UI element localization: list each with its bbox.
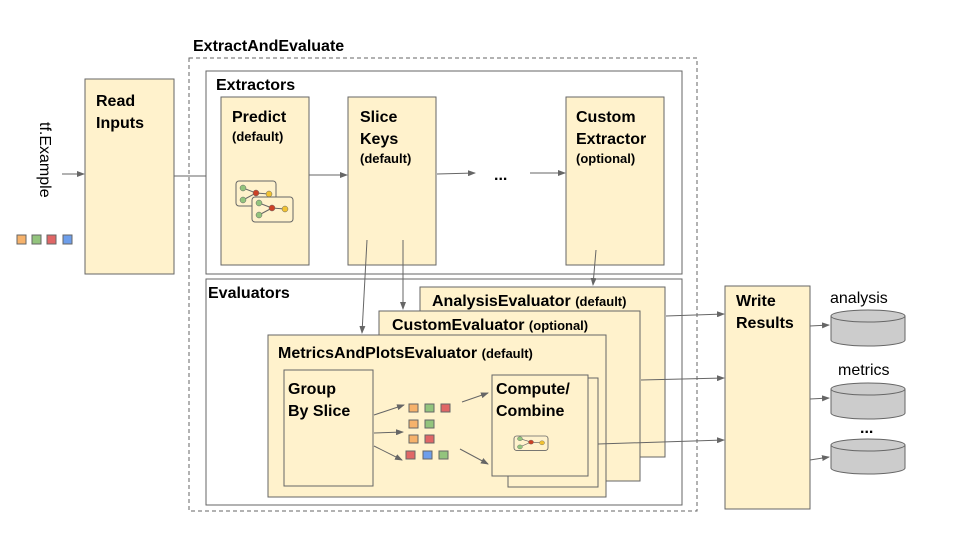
- ellipsis: ...: [494, 167, 507, 184]
- compute-combine-label: Compute/: [496, 381, 570, 398]
- analysis-evaluator-label: AnalysisEvaluator (default): [432, 293, 626, 310]
- metrics-evaluator-label: MetricsAndPlotsEvaluator (default): [278, 345, 533, 362]
- custom-evaluator-label: CustomEvaluator (optional): [392, 317, 588, 334]
- arrow: [597, 437, 725, 445]
- arrow: [373, 404, 405, 416]
- extract-and-evaluate-title: ExtractAndEvaluate: [193, 38, 344, 55]
- compute-combine-box: [491, 374, 589, 477]
- more-outputs-ellipsis: ...: [860, 420, 873, 437]
- arrow: [809, 455, 830, 462]
- group-by-slice-box: [283, 369, 374, 487]
- custom-extractor-tag: (optional): [576, 151, 635, 166]
- write-results-label: Results: [736, 315, 794, 332]
- metrics-and-plots-evaluator: MetricsAndPlotsEvaluator (default) Group…: [267, 334, 607, 498]
- extract-and-evaluate-frame: [188, 57, 698, 512]
- write-results-label: Write: [736, 293, 776, 310]
- sliced-features-icon: [405, 403, 451, 460]
- arrow: [373, 429, 404, 436]
- arrow: [665, 311, 725, 318]
- arrow: [809, 322, 830, 329]
- compute-combine-label: Combine: [496, 403, 565, 420]
- evaluators-label: Evaluators: [208, 285, 290, 302]
- other-database-icon: [830, 438, 906, 475]
- custom-extractor-label: Extractor: [576, 131, 646, 148]
- input-label: tf.Example: [36, 122, 53, 198]
- group-by-slice-label: Group: [288, 381, 336, 398]
- slice-keys-label: Slice: [360, 109, 397, 126]
- slice-keys-extractor: Slice Keys (default): [347, 96, 437, 266]
- arrow: [459, 448, 489, 465]
- custom-extractor-label: Custom: [576, 109, 636, 126]
- arrow: [809, 395, 830, 402]
- predict-extractor: Predict (default): [220, 96, 310, 266]
- model-graph-icon: [235, 180, 294, 223]
- arrow: [359, 239, 368, 334]
- slice-keys-label: Keys: [360, 131, 398, 148]
- combine-graph-icon: [513, 435, 549, 451]
- metrics-output-label: metrics: [838, 362, 890, 379]
- read-inputs-box: Read Inputs: [84, 78, 175, 275]
- arrow: [590, 249, 597, 286]
- slice-keys-tag: (default): [360, 151, 411, 166]
- custom-extractor: Custom Extractor (optional): [565, 96, 665, 266]
- analysis-database-icon: [830, 309, 906, 347]
- arrow: [373, 445, 403, 461]
- extractors-label: Extractors: [216, 77, 295, 94]
- predict-label: Predict: [232, 109, 287, 126]
- analysis-output-label: analysis: [830, 290, 888, 307]
- write-results-box: Write Results: [724, 285, 811, 510]
- example-features-icon: [16, 234, 73, 245]
- arrow: [436, 170, 476, 177]
- read-inputs-label: Inputs: [96, 115, 144, 132]
- arrow: [461, 392, 489, 403]
- predict-tag: (default): [232, 129, 283, 144]
- arrow: [640, 375, 725, 382]
- group-by-slice-label: By Slice: [288, 403, 350, 420]
- read-inputs-label: Read: [96, 93, 135, 110]
- metrics-database-icon: [830, 382, 906, 420]
